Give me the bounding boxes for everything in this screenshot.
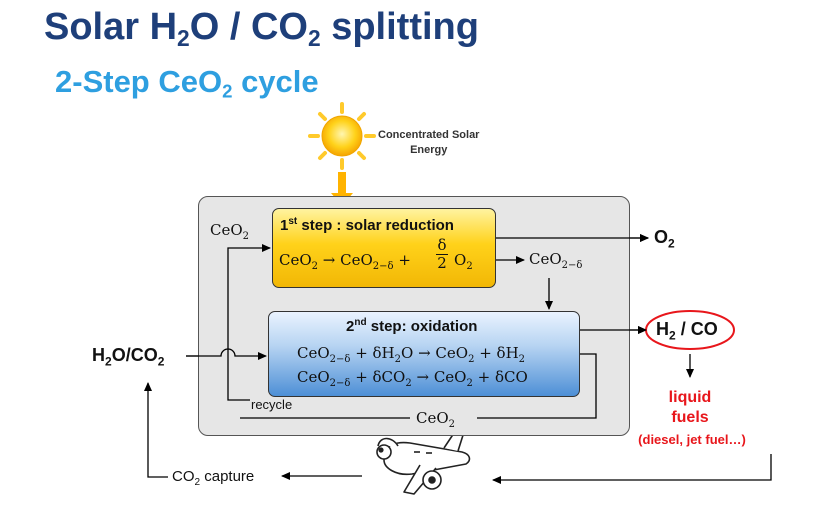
- fuels-examples-label: (diesel, jet fuel…): [638, 432, 746, 447]
- step1-heading: 1st step : solar reduction: [280, 216, 454, 234]
- input-label: H2O/CO2: [92, 345, 165, 369]
- page-title: Solar H2O / CO2 splitting: [44, 6, 479, 51]
- ceo2-bottom-label: CeO2: [416, 409, 456, 430]
- step2-box: 2nd step: oxidation CeO2−δ + δH2O → CeO2…: [268, 311, 580, 397]
- page-subtitle: 2-Step CeO2 cycle: [55, 64, 319, 102]
- sun-label: Concentrated Solar Energy: [378, 129, 480, 156]
- recycle-label: recycle: [251, 397, 293, 412]
- step1-box: 1st step : solar reduction CeO2 → CeO2−δ…: [272, 208, 496, 288]
- o2-label: O2: [654, 227, 675, 251]
- liquid-fuels-label: liquid fuels: [668, 389, 712, 426]
- sun-icon: [308, 102, 376, 170]
- step2-equation-h2o: CeO2−δ + δH2O → CeO2 + δH2: [297, 344, 526, 365]
- step2-heading: 2nd step: oxidation: [346, 317, 478, 335]
- step1-fraction: δ 2: [436, 236, 448, 272]
- step1-o2: O2: [454, 251, 473, 272]
- co2-capture-label: CO2 capture: [172, 468, 255, 488]
- step1-equation: CeO2 → CeO2−δ +: [279, 251, 411, 272]
- ceo2-reduced-label: CeO2−δ: [529, 250, 583, 271]
- ceo2-label-left: CeO2: [210, 221, 250, 242]
- arrow-to-plane: [492, 454, 772, 484]
- arrow-capture-loop: [144, 382, 168, 478]
- product-label: H2 / CO: [656, 319, 718, 343]
- step2-equation-co2: CeO2−δ + δCO2 → CeO2 + δCO: [297, 368, 528, 389]
